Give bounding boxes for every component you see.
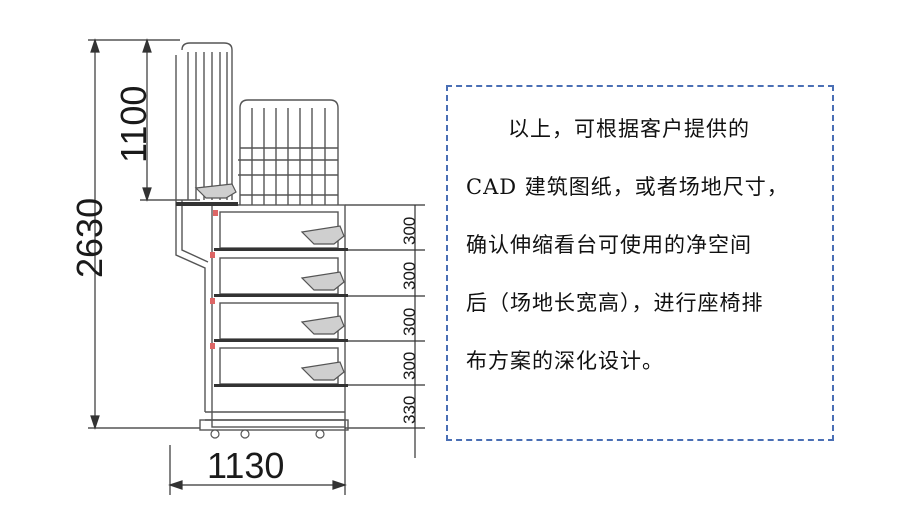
- note-line: CAD 建筑图纸，或者场地尺寸，: [466, 175, 789, 199]
- wheels: [210, 429, 325, 439]
- dim-top-height: 1100: [113, 86, 154, 163]
- dim-bottom-height: 330: [400, 396, 419, 424]
- dim-total-height: 2630: [69, 198, 110, 278]
- note-line: 后（场地长宽高），进行座椅排: [466, 291, 764, 315]
- connectors: [210, 210, 218, 349]
- note-line: 确认伸缩看台可使用的净空间: [466, 233, 752, 257]
- dim-step-3: 300: [400, 308, 419, 336]
- dim-step-2: 300: [400, 262, 419, 290]
- note-line: 布方案的深化设计。: [466, 349, 664, 373]
- step-platforms: [176, 202, 348, 387]
- dimension-lines: [88, 38, 425, 495]
- dim-step-4: 300: [400, 352, 419, 380]
- dim-width: 1130: [207, 445, 284, 486]
- dim-step-1: 300: [400, 217, 419, 245]
- description-note-box: 以上，可根据客户提供的 CAD 建筑图纸，或者场地尺寸， 确认伸缩看台可使用的净…: [446, 85, 834, 441]
- note-line: 以上，可根据客户提供的: [508, 117, 750, 141]
- seats: [194, 183, 345, 381]
